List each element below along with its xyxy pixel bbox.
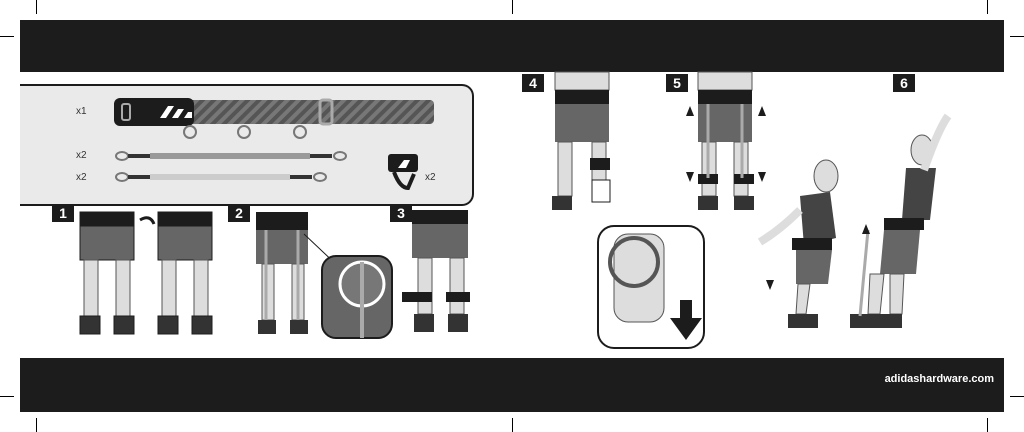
step5-figure — [686, 71, 766, 210]
step-5-badge: 5 — [666, 74, 688, 92]
crop-mark — [36, 0, 37, 14]
belt-item — [114, 98, 434, 139]
crop-mark — [36, 418, 37, 432]
step1-figures — [79, 211, 213, 335]
footer-band — [20, 358, 1004, 412]
long-cord-item — [115, 151, 347, 161]
crop-mark — [1010, 396, 1024, 397]
belt-quantity: x1 — [76, 106, 87, 117]
step6-figures — [757, 113, 952, 328]
ankle-strap-item — [388, 154, 418, 191]
header-band — [20, 20, 1004, 72]
step-6-badge: 6 — [893, 74, 915, 92]
long-cord-quantity: x2 — [76, 150, 87, 161]
crop-mark — [987, 418, 988, 432]
step3-figure — [402, 210, 470, 332]
step4-figure — [552, 71, 705, 349]
step-2-badge: 2 — [228, 204, 250, 222]
crop-mark — [987, 0, 988, 14]
ankle-strap-quantity: x2 — [425, 172, 436, 183]
step-1-badge: 1 — [52, 204, 74, 222]
crop-mark — [512, 418, 513, 432]
crop-mark — [0, 36, 14, 37]
short-cord-item — [115, 172, 327, 182]
short-cord-quantity: x2 — [76, 172, 87, 183]
step-4-badge: 4 — [522, 74, 544, 92]
website-url[interactable]: adidashardware.com — [884, 373, 994, 385]
crop-mark — [0, 396, 14, 397]
crop-mark — [1010, 36, 1024, 37]
step2-figure — [256, 212, 393, 339]
crop-mark — [512, 0, 513, 14]
step-3-badge: 3 — [390, 204, 412, 222]
